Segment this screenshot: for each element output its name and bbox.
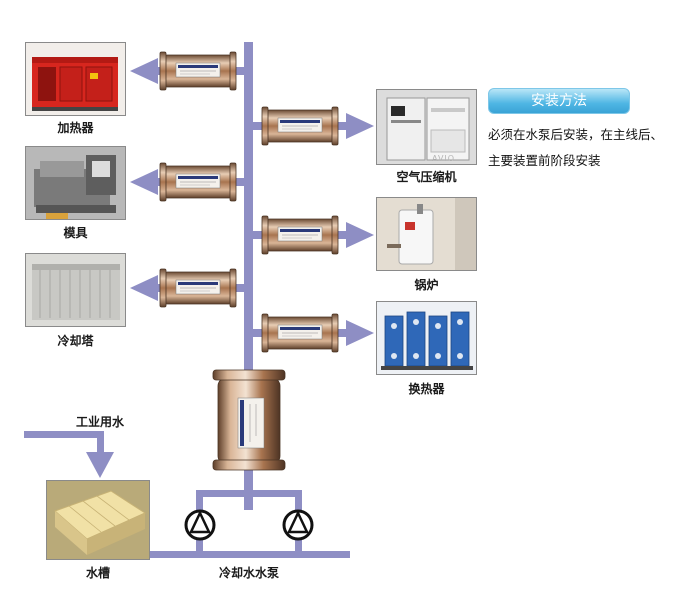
magnetizer-mold (159, 162, 237, 202)
arrow-to-cooling-tower (130, 275, 158, 301)
magnetizer-air-compressor (261, 106, 339, 146)
brand-watermark: AVIO (432, 154, 456, 163)
install-method-heading: 安装方法 (488, 88, 630, 114)
install-method-description: 必须在水泵后安装，在主线后、 主要装置前阶段安装 (488, 122, 698, 174)
arrow-industrial-water (86, 452, 114, 478)
main-pipe (244, 42, 253, 510)
water-tank-label: 水槽 (85, 566, 110, 580)
heater-label: 加热器 (57, 121, 94, 135)
cooling-tower-image (25, 253, 126, 327)
air-compressor-label: 空气压缩机 (396, 170, 457, 184)
arrow-to-heater (130, 58, 158, 84)
cooling-tower-label: 冷却塔 (57, 334, 94, 348)
boiler-label: 锅炉 (414, 278, 439, 292)
magnetizer-boiler (261, 215, 339, 255)
arrow-to-boiler (346, 222, 374, 248)
main-magnetizer (212, 369, 286, 471)
heat-exchanger-label: 换热器 (408, 382, 445, 396)
air-compressor-image (376, 89, 477, 165)
pump-label: 冷却水水泵 (218, 566, 279, 580)
arrow-to-mold (130, 169, 158, 195)
pump-left (184, 509, 216, 541)
boiler-image (376, 197, 477, 271)
heater-image (25, 42, 126, 116)
magnetizer-cooling-tower (159, 268, 237, 308)
arrow-to-heat-exchanger (346, 320, 374, 346)
mold-label: 模具 (63, 226, 88, 240)
install-line-1: 必须在水泵后安装，在主线后、 (488, 127, 664, 142)
mold-image (25, 146, 126, 220)
magnetizer-heater (159, 51, 237, 91)
arrow-to-air-compressor (346, 113, 374, 139)
install-line-2: 主要装置前阶段安装 (488, 153, 601, 168)
water-tank-image (46, 480, 150, 560)
magnetizer-heat-exchanger (261, 313, 339, 353)
pump-right (282, 509, 314, 541)
heat-exchanger-image (376, 301, 477, 375)
industrial-water-label: 工业用水 (75, 415, 124, 429)
